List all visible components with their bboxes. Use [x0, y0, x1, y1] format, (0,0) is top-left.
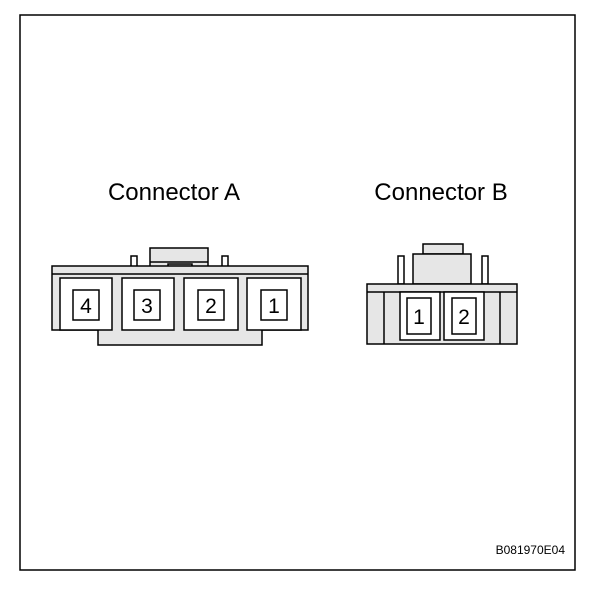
connector-b-housing: [366, 283, 518, 345]
connector-a-pin-box: [133, 289, 161, 321]
connector-b: [366, 243, 518, 345]
connector-a-cavity: [121, 277, 175, 331]
connector-a-title: Connector A: [108, 179, 240, 206]
connector-b-pin-box: [406, 297, 432, 335]
connector-b-pin-label: 1: [413, 306, 425, 329]
outer-border: [19, 14, 576, 571]
connector-a-pin-label: 2: [205, 295, 217, 318]
connector-b-latch: [412, 253, 472, 285]
connector-a: [51, 247, 309, 346]
connector-b-pin-label: 2: [458, 306, 470, 329]
connector-a-pin-label: 3: [141, 295, 153, 318]
connector-a-pin-box: [197, 289, 225, 321]
connector-b-pin-box: [451, 297, 477, 335]
connector-b-title: Connector B: [374, 179, 507, 206]
figure-code: B081970E04: [496, 543, 566, 557]
connector-a-pin-box: [260, 289, 288, 321]
connector-a-pin-label: 1: [268, 295, 280, 318]
connector-a-pin-label: 4: [80, 295, 92, 318]
connector-a-pin-box: [72, 289, 100, 321]
connector-b-latch-top: [422, 243, 464, 255]
